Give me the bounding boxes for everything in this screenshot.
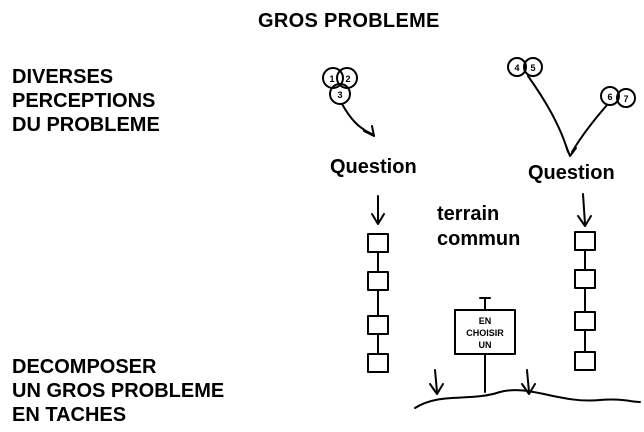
perceptions-label-line-2: PERCEPTIONS (12, 90, 156, 112)
question-left-label: Question (330, 156, 417, 178)
common-ground-line-2: commun (437, 228, 521, 250)
common-ground-line-1: terrain (437, 203, 500, 225)
decompose-label-line-2: UN GROS PROBLEME (12, 380, 225, 402)
arrow-67-to-question-right (571, 104, 608, 153)
perception-circles-left (322, 67, 358, 105)
arrowhead-ground-left (429, 383, 444, 395)
circle-label-1: 1 (329, 74, 334, 84)
ground-line (414, 389, 641, 409)
circle-label-6: 6 (607, 92, 612, 102)
arrowhead-ground-right (521, 383, 536, 395)
circle-label-4: 4 (514, 63, 519, 73)
arrowhead-question-right (565, 145, 577, 157)
arrowhead-chain-left (371, 213, 385, 225)
circle-label-5: 5 (530, 63, 535, 73)
perceptions-label-line-1: DIVERSES (12, 66, 114, 88)
arrowhead-cluster-left (363, 125, 375, 137)
decompose-label-line-1: DECOMPOSER (12, 356, 157, 378)
arrowhead-chain-right (577, 215, 592, 227)
perceptions-label-line-3: DU PROBLEME (12, 114, 160, 136)
task-chain-left (367, 233, 389, 373)
arrow-question-right-to-chain (582, 193, 586, 225)
arrow-45-to-question-right (527, 75, 569, 153)
sign-text-line-2: CHOISIR (466, 328, 504, 338)
perception-circles-right-low (600, 86, 636, 108)
sign-text-line-1: EN (479, 316, 492, 326)
arrow-ground-right (526, 369, 530, 393)
perception-circles-right-top (507, 57, 543, 77)
signpost (454, 297, 516, 393)
circle-label-7: 7 (623, 94, 628, 104)
diagram-title: GROS PROBLEME (258, 10, 440, 32)
sign-text-line-3: UN (479, 340, 492, 350)
arrow-ground-left (434, 369, 438, 393)
circle-label-2: 2 (345, 74, 350, 84)
decompose-label-line-3: EN TACHES (12, 404, 127, 426)
task-chain-right (574, 231, 596, 371)
arrow-cluster-to-question-left (341, 103, 373, 135)
circle-label-3: 3 (337, 90, 342, 100)
question-right-label: Question (528, 162, 615, 184)
